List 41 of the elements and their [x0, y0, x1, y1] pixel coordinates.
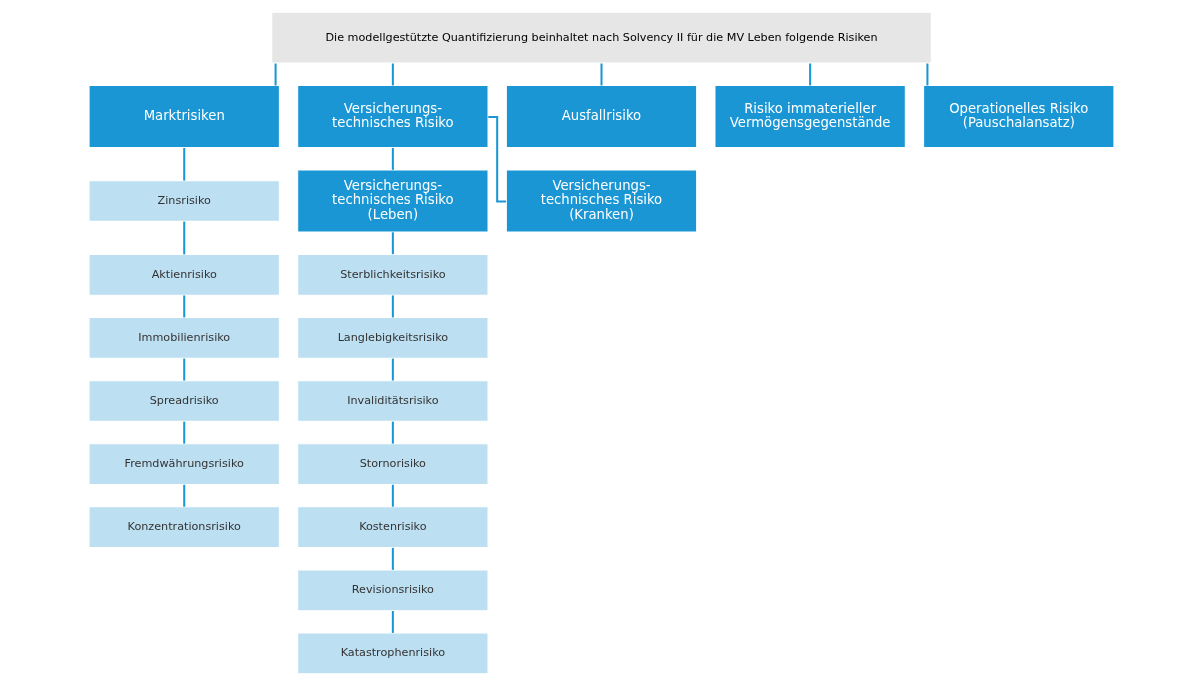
connector [487, 116, 506, 203]
connector [391, 610, 394, 633]
node-box: Konzentrationsrisiko [88, 506, 280, 549]
node-box: Versicherungs- technisches Risiko (Kranken) [505, 169, 697, 233]
node-box: Langlebigkeitsrisiko [296, 317, 489, 359]
connector [391, 484, 394, 507]
connector [182, 295, 185, 318]
connector [391, 421, 394, 444]
node-box: Zinsrisiko [88, 180, 280, 222]
node-box: Sterblichkeitsrisiko [296, 253, 489, 296]
node-box: Invaliditätsrisiko [296, 380, 489, 422]
connector [182, 484, 185, 507]
connector [391, 295, 394, 318]
connector [182, 421, 185, 444]
connector [182, 148, 185, 181]
connector [391, 148, 394, 170]
connector [182, 358, 185, 381]
connector [391, 547, 394, 570]
connector [182, 221, 185, 255]
connector [391, 63, 394, 86]
node-box: Stornorisiko [296, 443, 489, 485]
connector [391, 358, 394, 381]
connector [808, 63, 811, 86]
node-box: Versicherungs- technisches Risiko [296, 85, 489, 149]
node-box: Kostenrisiko [296, 506, 489, 549]
node-box: Immobilienrisiko [88, 317, 280, 359]
node-box: Ausfallrisiko [505, 85, 697, 149]
node-box: Fremdwährungsrisiko [88, 443, 280, 485]
node-box: Katastrophenrisiko [296, 632, 489, 675]
node-box: Die modellgestützte Quantifizierung beinhaltet nach Solvency II für die MV Leben folgende Risiken [270, 11, 932, 64]
connector [274, 63, 277, 86]
node-box: Spreadrisiko [88, 380, 280, 422]
connector [925, 63, 928, 86]
connector [600, 63, 602, 86]
node-box: Risiko immaterieller Vermögensgegenstände [713, 85, 906, 149]
node-box: Marktrisiken [88, 85, 280, 149]
node-box: Operationelles Risiko (Pauschalansatz) [922, 85, 1114, 149]
node-box: Aktienrisiko [88, 253, 280, 296]
connector [391, 232, 394, 255]
node-box: Revisionsrisiko [296, 569, 489, 612]
node-box: Versicherungs- technisches Risiko (Leben) [296, 169, 489, 233]
